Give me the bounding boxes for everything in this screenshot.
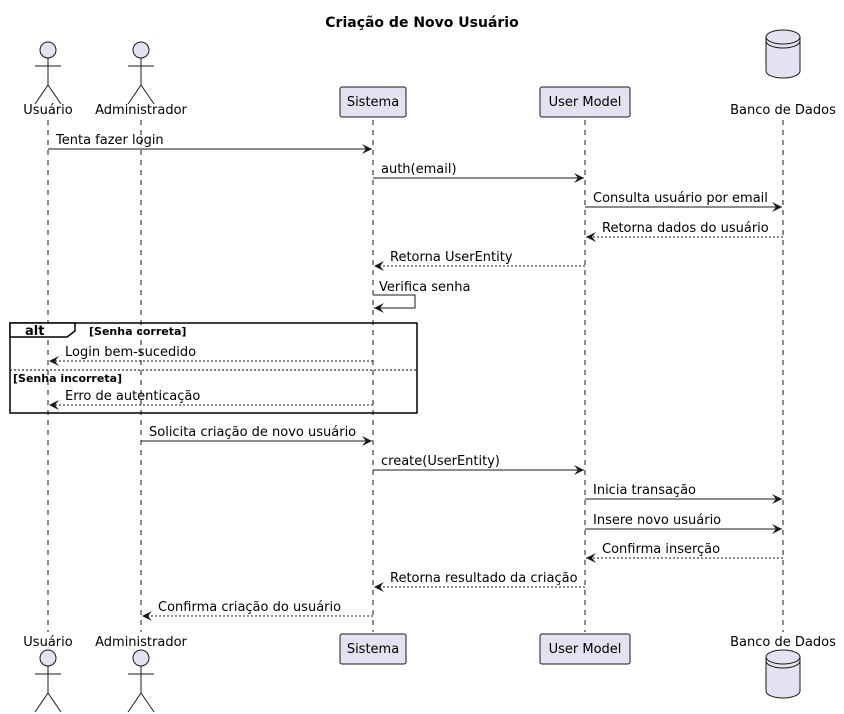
participant-label-bottom-sistema: Sistema [347,642,399,657]
participant-box-top-sistema [339,86,407,118]
message-label: Verifica senha [379,280,471,295]
message-12: Insere novo usuário [585,513,782,534]
message-8: Erro de autenticação [49,389,373,410]
alt-condition-incorrect: [Senha incorreta] [13,372,122,385]
message-label: Retorna resultado da criação [390,571,578,586]
message-14: Retorna resultado da criação [374,571,585,592]
message-2: auth(email) [373,162,584,183]
participant-label-bottom-usermodel: User Model [549,642,622,657]
diagram-title: Criação de Novo Usuário [325,15,519,31]
message-label: Consulta usuário por email [593,191,768,206]
message-arrow [373,294,416,313]
message-11: Inicia transação [585,483,782,504]
participant-label-bottom-admin: Administrador [95,635,187,650]
actor-figure-top-usuario [34,41,62,105]
message-15: Confirma criação do usuário [142,600,373,621]
message-7: Login bem-sucedido [49,345,373,366]
alt-frame: alt [Senha correta] [Senha incorreta] [9,322,418,414]
participant-label-bottom-banco: Banco de Dados [730,635,836,650]
message-label: Retorna UserEntity [390,250,513,265]
alt-frame-tab [9,322,76,338]
message-label: Insere novo usuário [593,513,721,528]
participant-heads: UsuárioUsuárioAdministradorAdministrador… [23,29,836,713]
message-label: Confirma criação do usuário [158,600,341,615]
message-label: Inicia transação [593,483,696,498]
message-label: Erro de autenticação [65,389,200,404]
message-4: Retorna dados do usuário [586,221,783,242]
message-label: Retorna dados do usuário [602,221,769,236]
actor-figure-bottom-admin [127,649,155,713]
message-label: auth(email) [381,162,457,177]
participant-box-bottom-sistema [339,633,407,665]
message-6: Verifica senha [373,280,471,313]
message-10: create(UserEntity) [373,454,584,475]
database-icon-top-banco [765,29,801,79]
participant-label-top-admin: Administrador [95,103,187,118]
message-3: Consulta usuário por email [585,191,782,212]
message-label: Tenta fazer login [55,133,164,148]
database-icon-bottom-banco [765,649,801,699]
message-13: Confirma inserção [586,542,783,563]
alt-condition-correct: [Senha correta] [89,325,186,338]
message-label: Confirma inserção [602,542,720,557]
participant-label-top-usermodel: User Model [549,95,622,110]
message-label: Login bem-sucedido [65,345,196,360]
message-9: Solicita criação de novo usuário [141,425,372,446]
participant-label-bottom-usuario: Usuário [23,635,72,650]
actor-figure-bottom-usuario [34,649,62,713]
participant-label-top-usuario: Usuário [23,103,72,118]
message-label: create(UserEntity) [381,454,500,469]
message-5: Retorna UserEntity [374,250,585,271]
alt-keyword: alt [25,324,44,339]
alt-frame-border [9,322,418,414]
actor-figure-top-admin [127,41,155,105]
participant-box-top-usermodel [539,86,631,118]
message-label: Solicita criação de novo usuário [149,425,356,440]
participant-box-bottom-usermodel [539,633,631,665]
participant-label-top-sistema: Sistema [347,95,399,110]
participant-label-top-banco: Banco de Dados [730,103,836,118]
messages: Tenta fazer login auth(email) Consulta usu… [48,133,783,621]
message-1: Tenta fazer login [48,133,372,154]
